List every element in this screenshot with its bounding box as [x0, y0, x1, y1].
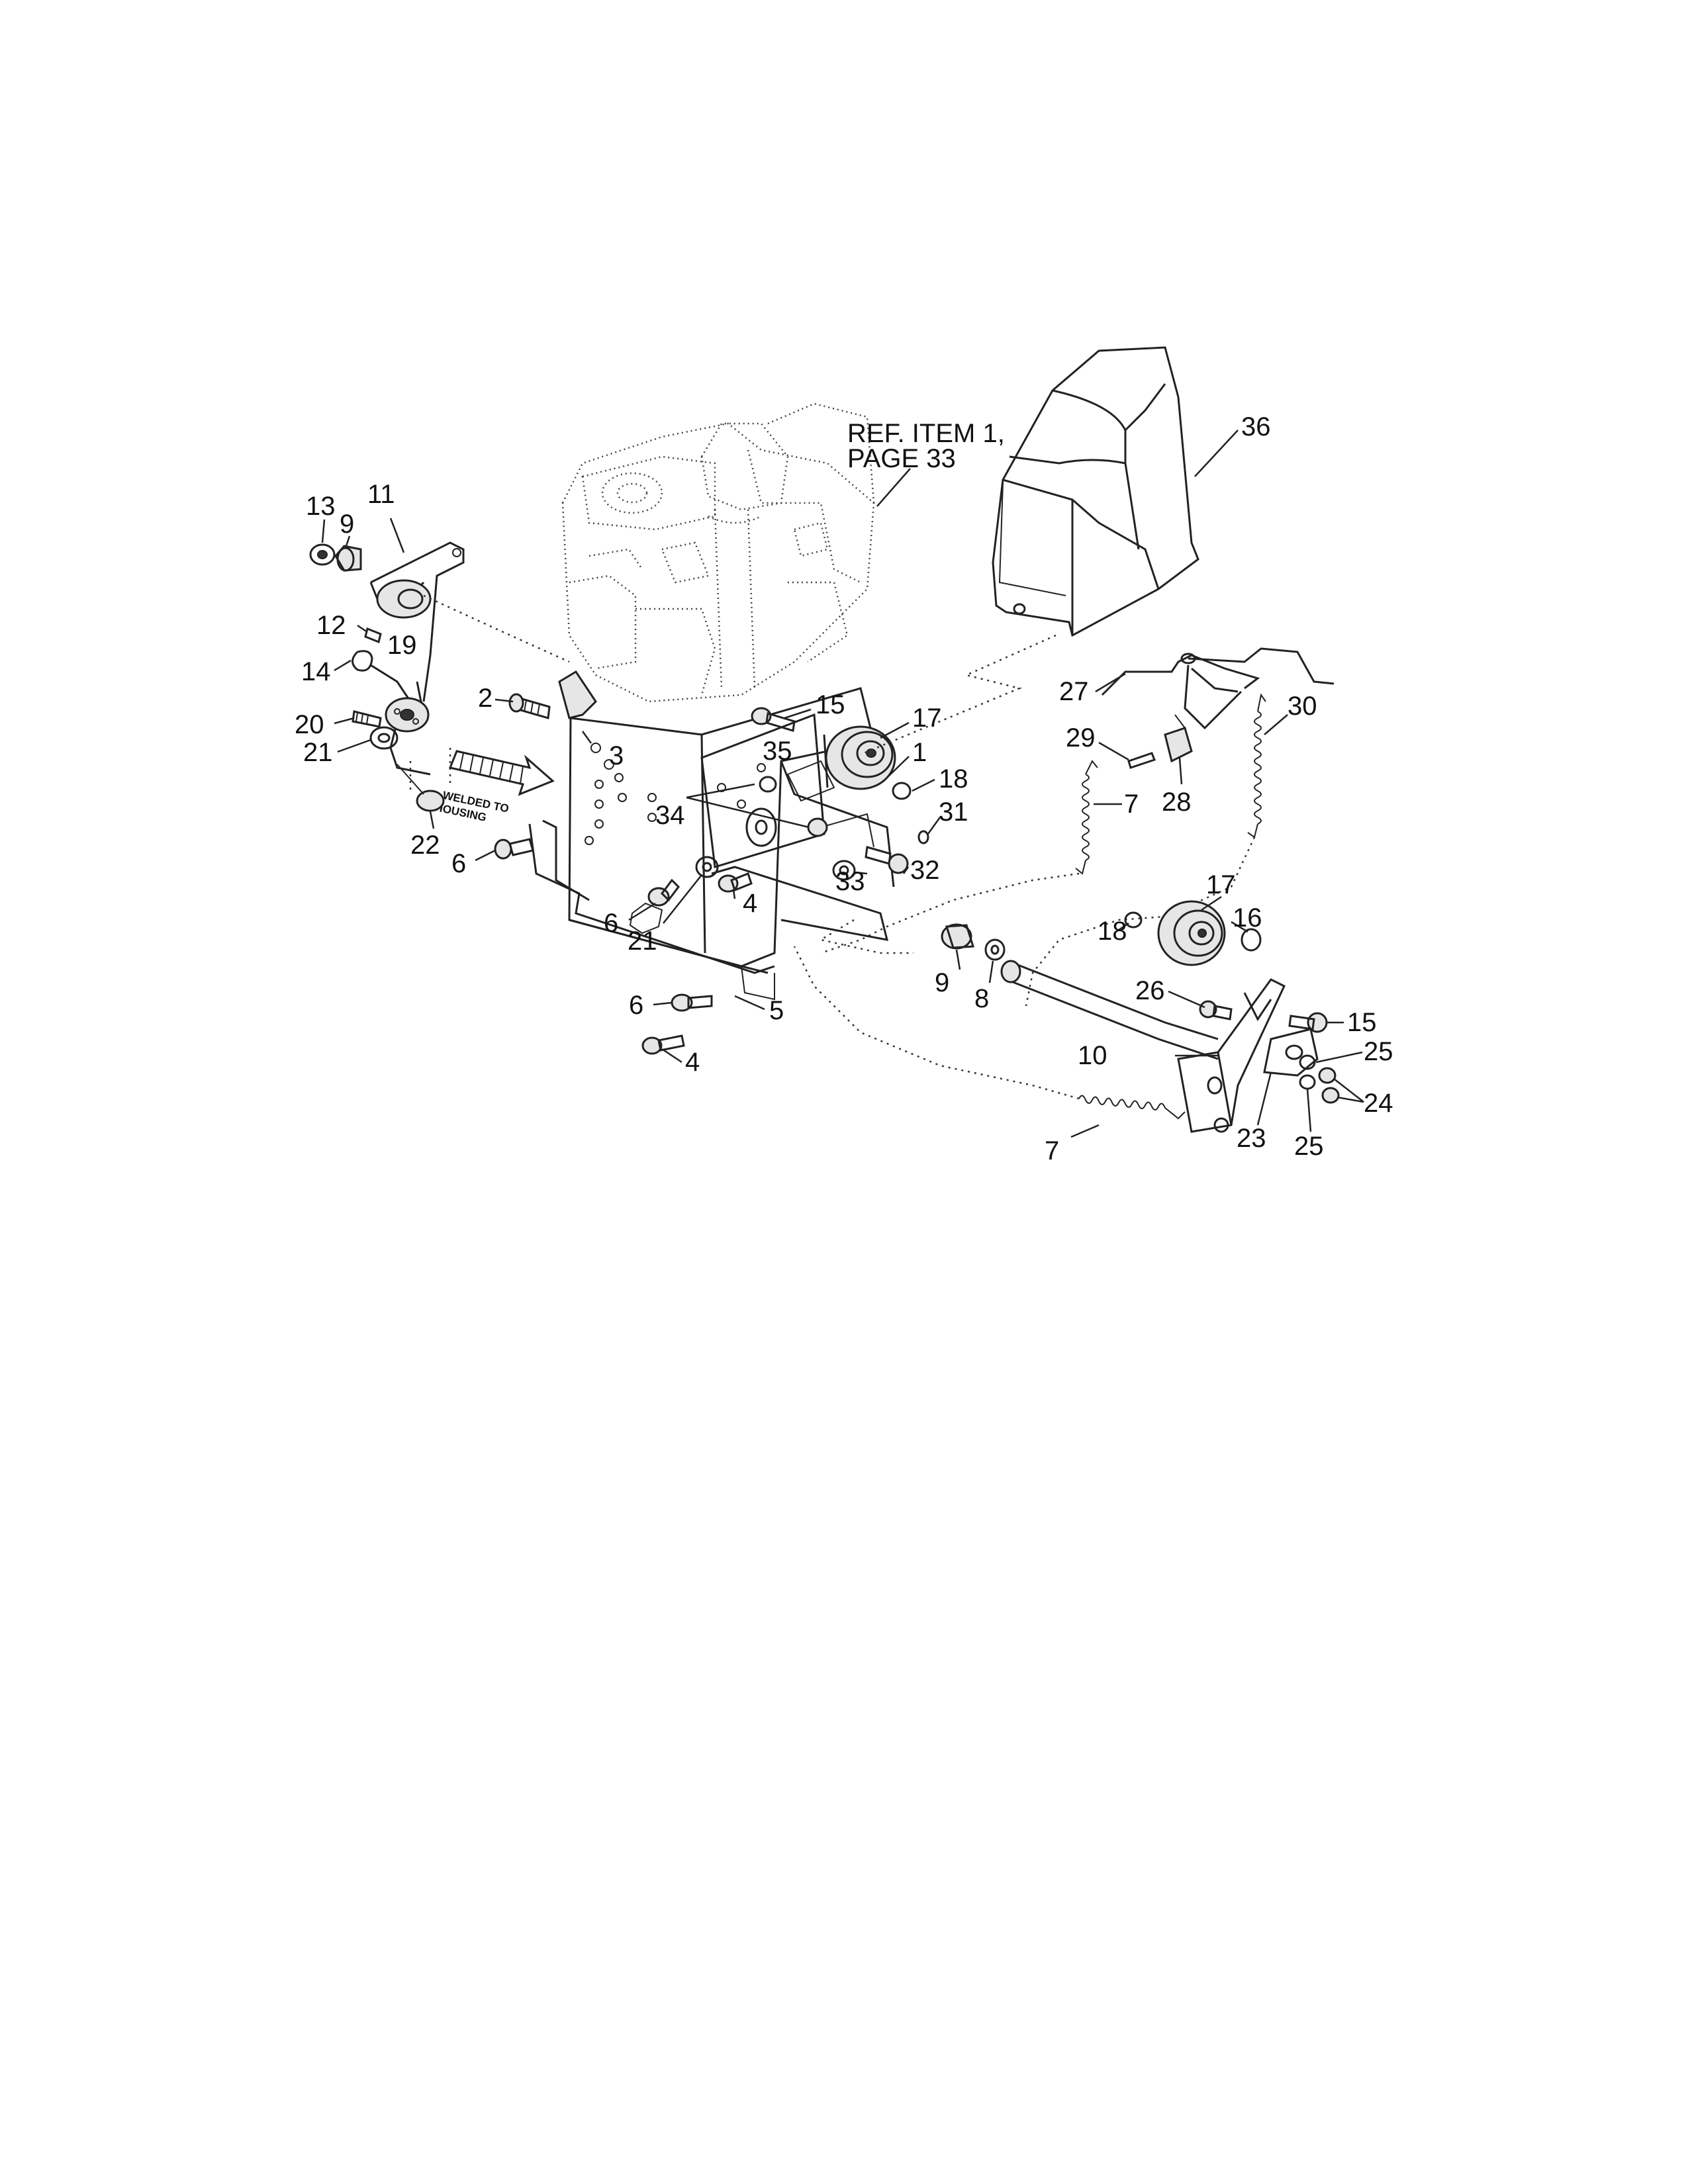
control-rod-assembly [820, 647, 1335, 1007]
callout-33: 33 [835, 867, 865, 896]
callout-17: 17 [912, 704, 942, 733]
welded-note: WELDED TO HOUSING [434, 789, 510, 824]
callout-9: 9 [340, 510, 354, 539]
callout-18: 18 [939, 764, 968, 794]
callout-27: 27 [1059, 677, 1089, 706]
callout-6-mid: 6 [604, 909, 618, 938]
callout-23: 23 [1237, 1124, 1266, 1153]
callout-31: 31 [939, 797, 968, 827]
bolt-4-lower [641, 1034, 685, 1055]
callout-32: 32 [910, 856, 940, 885]
washer-21 [695, 856, 719, 878]
callout-19: 19 [387, 631, 417, 660]
callout-36: 36 [1241, 412, 1271, 441]
belt-cover [860, 346, 1199, 756]
reference-line-2: PAGE 33 [847, 444, 956, 473]
leader-lines [321, 430, 1364, 1138]
callout-7-low: 7 [1045, 1136, 1059, 1165]
direction-arrow-icon [448, 750, 555, 796]
callout-21: 21 [303, 738, 333, 767]
callout-18-low: 18 [1098, 917, 1127, 946]
callout-34: 34 [655, 801, 685, 830]
bolt-2 [508, 693, 551, 719]
callout-8: 8 [974, 984, 989, 1013]
callout-13: 13 [306, 492, 336, 521]
bolt-4-upper [718, 872, 753, 893]
callout-1: 1 [912, 738, 927, 767]
bolt-6-upper [494, 838, 534, 860]
callout-6-low: 6 [629, 991, 643, 1020]
callout-28: 28 [1162, 788, 1192, 817]
callout-25-low: 25 [1294, 1132, 1324, 1161]
callout-25: 25 [1364, 1037, 1393, 1066]
callout-30: 30 [1288, 692, 1317, 721]
callout-20: 20 [295, 710, 324, 739]
callout-16: 16 [1233, 903, 1262, 933]
left-lever-assembly [309, 541, 465, 812]
reference-lines [423, 594, 914, 954]
callout-3: 3 [609, 741, 624, 770]
callout-2: 2 [478, 684, 492, 713]
engine-ghost [561, 402, 875, 703]
callout-24: 24 [1364, 1089, 1393, 1118]
lower-idler-assembly [793, 900, 1340, 1133]
callout-12: 12 [316, 611, 346, 640]
callout-29: 29 [1066, 723, 1096, 752]
callout-labels: 13 9 11 12 19 14 2 20 21 3 22 6 15 35 17… [295, 412, 1393, 1165]
frame-panel [528, 670, 895, 1001]
callout-4-low: 4 [685, 1048, 700, 1077]
reference-line-1: REF. ITEM 1, [847, 419, 1005, 448]
callout-15-low: 15 [1347, 1008, 1377, 1037]
callout-15: 15 [816, 690, 845, 719]
callout-22: 22 [410, 831, 440, 860]
callout-35: 35 [763, 737, 792, 766]
callout-10: 10 [1078, 1041, 1107, 1070]
callout-7: 7 [1124, 790, 1139, 819]
reference-leader [876, 468, 911, 507]
callout-11: 11 [367, 480, 395, 509]
callout-9-low: 9 [935, 968, 949, 997]
callout-21-mid: 21 [628, 927, 657, 956]
callout-5: 5 [769, 996, 784, 1025]
callout-17-low: 17 [1206, 870, 1236, 899]
bolt-6-lower [671, 993, 713, 1012]
callout-4: 4 [743, 889, 757, 918]
callout-26: 26 [1135, 976, 1165, 1005]
callout-14: 14 [301, 657, 331, 686]
callout-6: 6 [451, 849, 466, 878]
idler-pulley-upper [751, 707, 929, 881]
bolt-6-middle [647, 878, 680, 907]
